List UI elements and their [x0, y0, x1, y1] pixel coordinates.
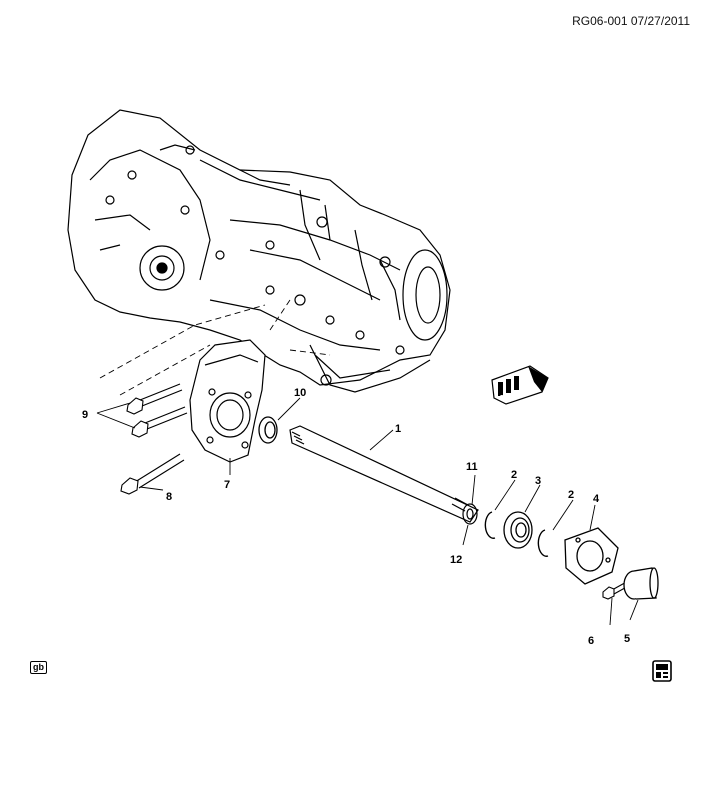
arrow-front-icon: FRT [491, 365, 549, 405]
callout-10: 10 [294, 387, 306, 399]
leader-lines [96, 397, 639, 626]
callout-7: 7 [224, 479, 230, 491]
gb-badge: gb [30, 661, 47, 674]
shaft-coupler [623, 567, 659, 600]
transmission-assembly [67, 109, 451, 393]
frt-label: FRT [500, 395, 514, 402]
callout-2-upper: 2 [511, 469, 517, 481]
callout-6: 6 [588, 635, 594, 647]
manual-book-icon [652, 660, 672, 682]
snap-rings [484, 511, 549, 557]
callout-1: 1 [395, 423, 401, 435]
intermediate-shaft [289, 425, 479, 523]
seal-ring [258, 416, 278, 444]
shaft-housing-bracket [189, 339, 266, 463]
callout-3: 3 [535, 475, 541, 487]
bearing-flange-plate [564, 527, 619, 585]
callout-9: 9 [82, 409, 88, 421]
alignment-lines [99, 299, 331, 396]
bracket-bolts [120, 383, 188, 495]
bearing [503, 511, 533, 549]
callout-labels: 1 2 2 3 4 5 6 7 8 9 10 11 12 [82, 387, 630, 647]
callout-4: 4 [593, 493, 600, 505]
callout-8: 8 [166, 491, 172, 503]
callout-5: 5 [624, 633, 630, 645]
callout-12: 12 [450, 554, 462, 566]
callout-11: 11 [466, 461, 478, 473]
retaining-rings-11-12 [462, 503, 478, 525]
callout-2-lower: 2 [568, 489, 574, 501]
diagram-code: RG06-001 07/27/2011 [572, 14, 690, 28]
